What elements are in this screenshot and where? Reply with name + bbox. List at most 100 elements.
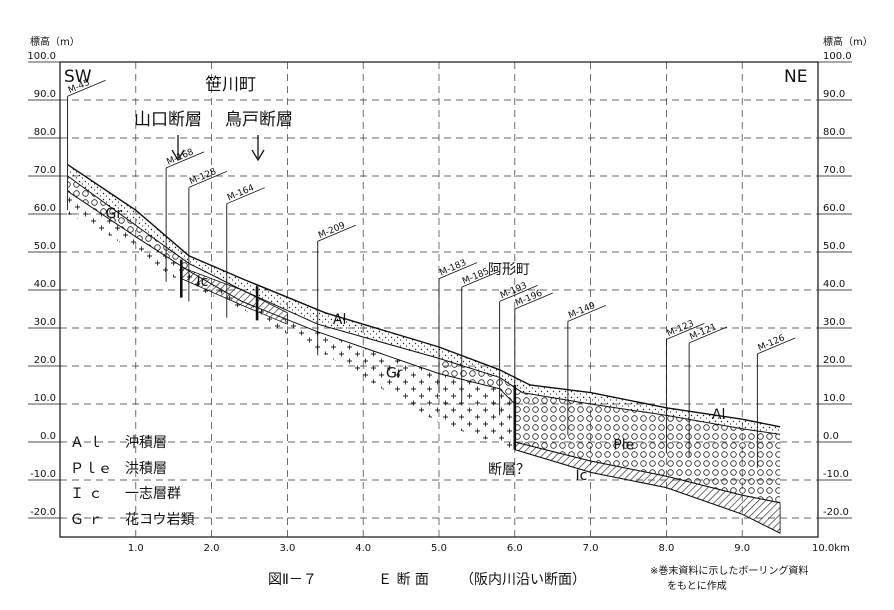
borehole-leader bbox=[499, 285, 538, 302]
y-tick-label-right: 90.0 bbox=[823, 89, 845, 100]
borehole-leader bbox=[438, 262, 478, 279]
layer-label: Gr bbox=[386, 365, 403, 381]
y-tick-label-right: 30.0 bbox=[823, 317, 845, 328]
figure-subtitle: （阪内川沿い断面） bbox=[460, 572, 586, 588]
borehole-label: M-168 bbox=[165, 147, 195, 167]
legend: Ａ ｌ 沖積層 Ｐｌｅ 洪積層 Ｉ ｃ 一志層群 Ｇ ｒ 花コウ岩類 bbox=[70, 435, 194, 528]
y-tick-label-right: 80.0 bbox=[823, 127, 845, 138]
ichishi-base bbox=[514, 449, 781, 534]
y-tick-label-left: 90.0 bbox=[34, 89, 56, 100]
legend-name: 沖積層 bbox=[125, 435, 167, 451]
x-tick-label: 7.0 bbox=[583, 543, 599, 554]
y-tick-label-right: 100.0 bbox=[823, 51, 852, 62]
borehole-leader bbox=[188, 171, 228, 188]
legend-code: Ｇ ｒ bbox=[70, 512, 102, 528]
y-tick-label-right: 40.0 bbox=[823, 279, 845, 290]
x-tick-label: 8.0 bbox=[658, 543, 674, 554]
legend-code: Ｐｌｅ bbox=[70, 461, 112, 477]
y-tick-label-left: 10.0 bbox=[34, 393, 56, 404]
borehole-leader bbox=[688, 326, 728, 344]
y-tick-label-left: 20.0 bbox=[34, 355, 56, 366]
legend-name: 一志層群 bbox=[125, 486, 181, 502]
borehole-label: M-209 bbox=[317, 221, 347, 241]
x-tick-label: 6.0 bbox=[507, 543, 523, 554]
y-unit-left: 標高（m） bbox=[30, 35, 80, 48]
pleistocene-layer-west bbox=[67, 176, 189, 271]
y-tick-label-left: -20.0 bbox=[30, 507, 56, 518]
y-tick-label-right: 10.0 bbox=[823, 393, 845, 404]
y-tick-label-left: 40.0 bbox=[34, 279, 56, 290]
legend-code: Ａ ｌ bbox=[70, 435, 102, 451]
layer-label: Ple bbox=[613, 438, 634, 454]
granite-top bbox=[67, 190, 516, 405]
y-tick-label-left: 60.0 bbox=[34, 203, 56, 214]
x-tick-label: 10.0km bbox=[812, 543, 850, 554]
borehole-label: M-164 bbox=[226, 183, 256, 203]
borehole-label: M-183 bbox=[438, 258, 468, 278]
y-tick-label-left: 50.0 bbox=[34, 241, 56, 252]
y-tick-label-right: 20.0 bbox=[823, 355, 845, 366]
ne-label: NE bbox=[784, 67, 807, 87]
fault-torido: 鳥戸断層 bbox=[225, 110, 293, 130]
y-tick-label-left: 0.0 bbox=[40, 431, 56, 442]
legend-name: 花コウ岩類 bbox=[125, 512, 194, 528]
borehole-label: M-149 bbox=[567, 301, 597, 321]
y-tick-label-right: 0.0 bbox=[823, 431, 839, 442]
town-sasagawa: 笹川町 bbox=[205, 75, 256, 95]
borehole-leader bbox=[226, 187, 265, 205]
y-tick-label-right: 60.0 bbox=[823, 203, 845, 214]
pleistocene-layer bbox=[439, 358, 781, 503]
y-tick-label-right: -20.0 bbox=[823, 507, 849, 518]
axis-ticks: 100.0 100.0 90.0 90.0 80.0 80.0 70.0 70.0 60.0 60… bbox=[27, 51, 852, 554]
layer-label: Al bbox=[712, 407, 725, 423]
borehole-label: M-128 bbox=[188, 167, 218, 187]
y-tick-label-right: -10.0 bbox=[823, 469, 849, 480]
y-tick-label-left: 80.0 bbox=[34, 127, 56, 138]
x-tick-label: 5.0 bbox=[431, 543, 447, 554]
y-tick-label-left: 70.0 bbox=[34, 165, 56, 176]
layer-label: Gr bbox=[105, 206, 122, 222]
town-agata: 阿形町 bbox=[488, 262, 530, 278]
x-tick-label: 4.0 bbox=[355, 543, 371, 554]
figure-note: ※巻末資料に示したボーリング資料 bbox=[650, 564, 808, 577]
borehole-leader bbox=[317, 224, 356, 242]
borehole-label: M-126 bbox=[757, 333, 787, 353]
legend-code: Ｉ ｃ bbox=[70, 486, 102, 502]
borehole-leader bbox=[67, 79, 106, 97]
figure-number: 図Ⅱ－７ bbox=[268, 572, 317, 588]
y-unit-right: 標高（m） bbox=[823, 35, 873, 48]
granite-layer bbox=[67, 191, 515, 450]
figure-title: Ｅ 断 面 bbox=[378, 572, 429, 588]
layer-label: Ic bbox=[196, 274, 208, 290]
geologic-layers bbox=[67, 164, 781, 534]
borehole-leader bbox=[757, 337, 796, 355]
borehole-label: M-185 bbox=[461, 267, 491, 287]
alluvium-base bbox=[67, 175, 781, 435]
y-tick-label-right: 50.0 bbox=[823, 241, 845, 252]
y-tick-label-left: 100.0 bbox=[27, 51, 56, 62]
borehole-leader bbox=[461, 270, 500, 288]
borehole-leader bbox=[666, 323, 705, 340]
sw-label: SW bbox=[64, 67, 92, 87]
layer-label: Ic bbox=[575, 468, 587, 484]
fault-yamaguchi: 山口断層 bbox=[134, 110, 202, 130]
figure-note: をもとに作成 bbox=[667, 580, 727, 592]
fault-question: 断層？ bbox=[488, 462, 530, 478]
borehole-leader bbox=[567, 304, 607, 322]
borehole-leader bbox=[514, 292, 553, 310]
layer-label: Al bbox=[333, 312, 346, 328]
x-tick-label: 1.0 bbox=[128, 543, 144, 554]
x-tick-label: 3.0 bbox=[279, 543, 295, 554]
ground-surface bbox=[67, 164, 781, 428]
arrow-icon bbox=[251, 135, 265, 162]
y-tick-label-left: -10.0 bbox=[30, 469, 56, 480]
y-tick-label-left: 30.0 bbox=[34, 317, 56, 328]
y-tick-label-right: 70.0 bbox=[823, 165, 845, 176]
borehole-leader bbox=[165, 151, 205, 169]
arrow-icon bbox=[171, 135, 185, 162]
x-tick-label: 9.0 bbox=[734, 543, 750, 554]
pleistocene-base bbox=[514, 441, 781, 504]
legend-name: 洪積層 bbox=[125, 461, 167, 477]
